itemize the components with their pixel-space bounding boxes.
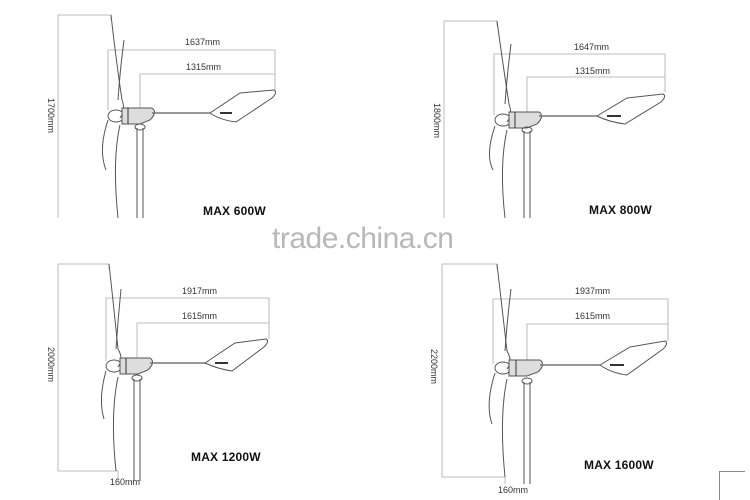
total-length-dimension: 1637mm (185, 37, 221, 47)
offset-dimension: 160mm (110, 477, 141, 487)
model-label: MAX 1200W (191, 450, 261, 464)
tail-length-dimension: 1315mm (575, 66, 611, 76)
tail-length-dimension: 1615mm (575, 311, 611, 321)
tail-length-dimension: 1615mm (182, 311, 218, 321)
total-length-dimension: 1647mm (574, 42, 610, 52)
turbine-panel-1200w: 1917mm 1615mm 2000mm 160mm MAX 1200W (0, 249, 375, 498)
height-dimension: 2200mm (429, 349, 439, 385)
height-dimension: 1800mm (432, 103, 442, 139)
total-length-dimension: 1917mm (182, 286, 218, 296)
turbine-panel-600w: 1637mm 1315mm 1700mm MAX 600W (0, 0, 375, 249)
model-label: MAX 1600W (584, 458, 654, 472)
corner-mark (719, 471, 745, 500)
height-dimension: 2000mm (46, 347, 56, 383)
tail-length-dimension: 1315mm (186, 62, 222, 72)
total-length-dimension: 1937mm (575, 286, 611, 296)
turbine-drawing-600w (57, 14, 277, 219)
turbine-panel-800w: 1647mm 1315mm 1800mm MAX 800W (375, 0, 750, 249)
offset-dimension: 160mm (498, 485, 529, 495)
turbine-drawing-1200w (57, 263, 270, 481)
turbine-panel-1600w: 1937mm 1615mm 2200mm 160mm MAX 1600W (375, 249, 750, 498)
turbine-drawing-1600w (441, 263, 669, 484)
height-dimension: 1700mm (46, 98, 56, 134)
model-label: MAX 800W (589, 203, 652, 217)
turbine-drawing-800w (443, 20, 666, 219)
model-label: MAX 600W (203, 204, 266, 218)
watermark: trade.china.cn (272, 222, 454, 255)
